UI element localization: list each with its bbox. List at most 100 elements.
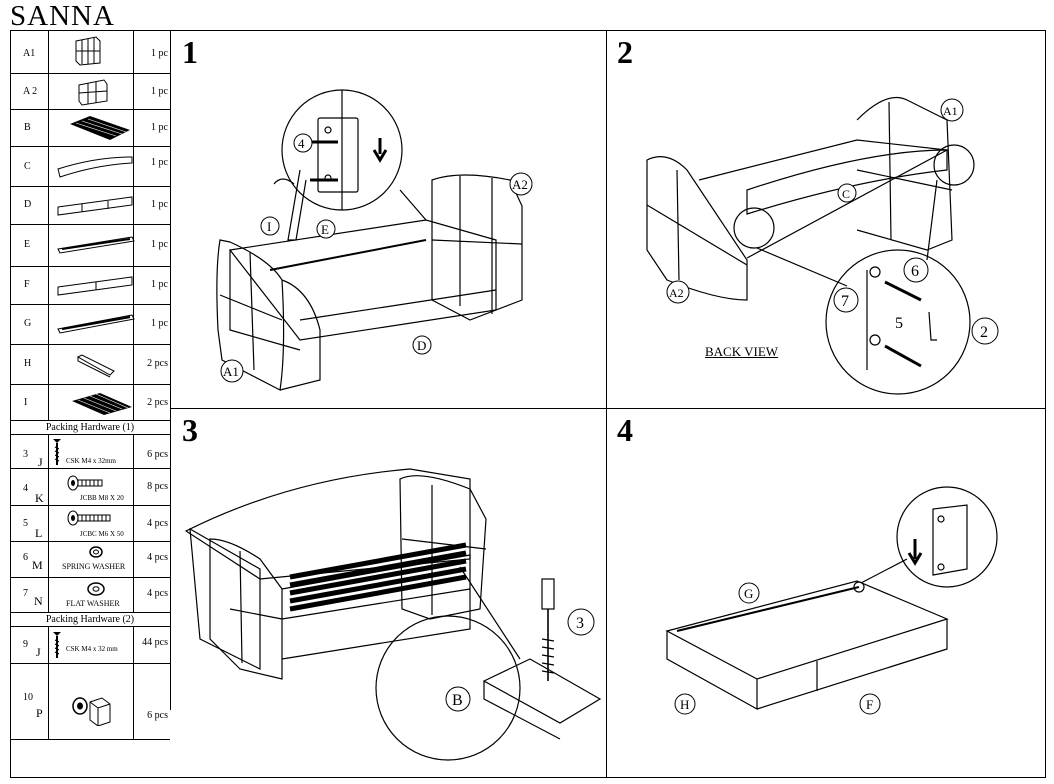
label-a2: A2 [512, 177, 528, 192]
hardware-row: 4 K JCBB M8 X 20 8 pcs [10, 469, 170, 506]
hardware-desc: FLAT WASHER [66, 599, 120, 608]
part-qty: 1 pc [151, 48, 168, 59]
front-rail-icon [57, 196, 133, 216]
drawer-rail-icon [57, 314, 135, 334]
step-4-number: 4 [617, 412, 633, 448]
hardware-qty: 4 pcs [147, 552, 168, 563]
caster-icon [72, 697, 111, 726]
curved-panel-icon [57, 156, 133, 178]
hardware-letter: P [36, 706, 43, 720]
hardware-number: 10 [23, 692, 33, 703]
label-h: H [680, 697, 689, 712]
part-row: C 1 pc [10, 147, 170, 187]
column-separator [170, 30, 171, 710]
part-label: D [24, 199, 32, 210]
hardware-letter: K [35, 491, 44, 505]
hardware-desc: SPRING WASHER [62, 562, 126, 571]
slat-frame-icon [70, 116, 130, 140]
hardware-desc: CSK M4 x 32 mm [66, 645, 118, 653]
bolt-icon [67, 475, 103, 491]
hardware-letter: J [36, 645, 41, 659]
hardware-row: 9 J CSK M4 x 32 mm 44 pcs [10, 627, 170, 664]
back-view-caption: BACK VIEW [705, 344, 779, 359]
bolt-long-icon [67, 510, 111, 526]
part-row: D 1 pc [10, 187, 170, 225]
hardware-number: 5 [23, 518, 28, 529]
part-qty: 1 pc [151, 318, 168, 329]
part-label: E [24, 239, 31, 250]
step-4-diagram: G H F [665, 486, 998, 715]
part-row: B 1 pc [10, 110, 170, 147]
label-five: 5 [895, 315, 903, 332]
part-row: E 1 pc [10, 225, 170, 267]
footboard-icon [78, 79, 108, 106]
document-title: SANNA [10, 0, 115, 32]
part-row: I 2 pcs [10, 385, 170, 421]
side-rail-icon [57, 236, 135, 254]
step-3-number: 3 [182, 412, 198, 448]
step-1-diagram: 4 I E A2 A1 D [216, 89, 533, 391]
part-label: B [24, 122, 31, 133]
screw-icon [53, 632, 61, 658]
hardware-qty: 4 pcs [147, 518, 168, 529]
part-qty: 1 pc [151, 86, 168, 97]
part-label: H [24, 358, 32, 369]
hardware-letter: M [32, 558, 43, 572]
hardware-number: 4 [23, 483, 28, 494]
label-two: 2 [980, 324, 988, 341]
label-a1: A1 [943, 104, 958, 118]
spring-washer-icon [89, 546, 103, 558]
drawer-side-icon [76, 354, 115, 378]
hardware-row: 5 L JCBC M6 X 50 4 pcs [10, 506, 170, 542]
part-row: G 1 pc [10, 305, 170, 345]
screw-icon [53, 439, 61, 465]
label-a2: A2 [669, 286, 684, 300]
part-qty: 1 pc [151, 157, 168, 168]
hardware-row: 10 P 6 pcs [10, 664, 170, 740]
hardware-desc: CSK M4 x 32mm [66, 457, 116, 465]
hardware-qty: 44 pcs [142, 637, 168, 648]
part-label: A 2 [23, 86, 38, 97]
part-label: I [24, 397, 28, 408]
panel-divider-vertical [606, 30, 607, 778]
step-1-number: 1 [182, 34, 198, 70]
flat-washer-icon [87, 582, 105, 596]
hardware-desc: JCBB M8 X 20 [80, 494, 124, 502]
hardware-row: 6 M SPRING WASHER 4 pcs [10, 542, 170, 578]
step-2-diagram: A1 C A2 6 7 5 2 [646, 96, 999, 395]
label-a1: A1 [223, 364, 239, 379]
outer-frame [10, 30, 1046, 778]
hardware-number: 7 [23, 588, 28, 599]
label-e: E [321, 222, 329, 237]
drawer-front-icon [57, 276, 133, 296]
label-b: B [452, 692, 463, 709]
part-qty: 2 pcs [147, 358, 168, 369]
hardware-qty: 8 pcs [147, 481, 168, 492]
part-row: A 2 1 pc [10, 74, 170, 110]
label-d: D [417, 338, 426, 353]
hardware-qty: 6 pcs [147, 710, 168, 721]
hardware-number: 6 [23, 552, 28, 563]
hardware-qty: 6 pcs [147, 449, 168, 460]
label-g: G [744, 586, 753, 601]
hardware-number: 9 [23, 639, 28, 650]
hardware-desc: JCBC M6 X 50 [80, 530, 124, 538]
hardware-letter: L [35, 526, 43, 540]
hardware-row: 7 N FLAT WASHER 4 pcs [10, 578, 170, 613]
part-qty: 1 pc [151, 122, 168, 133]
part-label: F [24, 279, 30, 290]
label-six: 6 [911, 263, 919, 280]
label-three: 3 [576, 615, 584, 632]
hardware-section-1-title: Packing Hardware (1) [10, 421, 170, 435]
label-f: F [866, 697, 873, 712]
hardware-section-2-title: Packing Hardware (2) [10, 613, 170, 627]
part-label: A1 [23, 48, 36, 59]
slats-icon [72, 393, 132, 415]
part-qty: 1 pc [151, 279, 168, 290]
headboard-icon [75, 36, 101, 66]
label-i: I [267, 219, 271, 234]
part-row: F 1 pc [10, 267, 170, 305]
hardware-number: 3 [23, 449, 28, 460]
hardware-letter: N [34, 594, 43, 608]
part-label: G [24, 318, 32, 329]
